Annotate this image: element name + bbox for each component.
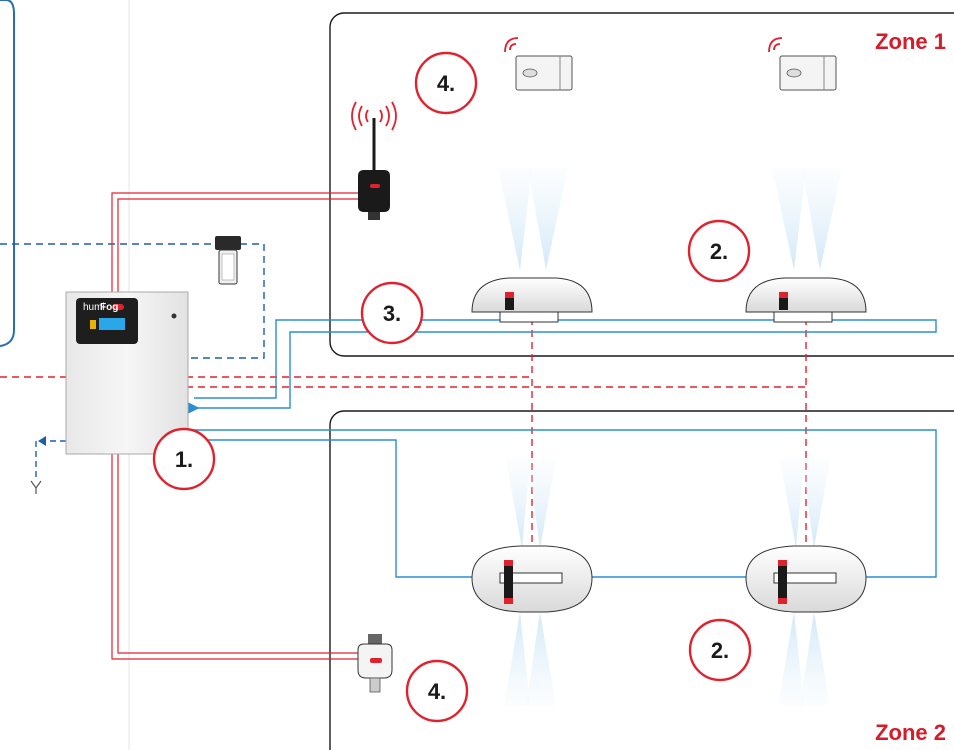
nozzle-upper-right (745, 277, 867, 323)
drain-icon (30, 480, 42, 494)
svg-text:3.: 3. (383, 301, 401, 326)
water-inlet-line (0, 243, 265, 359)
antenna-gateway-icon (351, 101, 397, 220)
svg-text:1.: 1. (175, 447, 193, 472)
marker-sensor-upper: 4. (414, 51, 478, 115)
marker-nozzle-upper: 2. (687, 219, 751, 283)
nozzle-lower-left (471, 545, 593, 613)
marker-nozzle-lower: 2. (688, 618, 752, 682)
left-blue-panel (0, 0, 15, 347)
water-filter-icon (215, 236, 241, 285)
signal-lines (0, 318, 807, 550)
zone-2-label: Zone 2 (875, 720, 946, 745)
controller-cabinet (65, 291, 189, 455)
wireless-sensor-icon (504, 37, 573, 91)
svg-text:2.: 2. (710, 239, 728, 264)
drain-arrow-icon (38, 436, 46, 446)
svg-text:4.: 4. (428, 679, 446, 704)
svg-text:4.: 4. (437, 71, 455, 96)
wireless-sensor-icon-2 (768, 37, 837, 91)
zone-1-label: Zone 1 (875, 29, 946, 54)
brand-suffix: Fog (100, 302, 118, 313)
zone-2-box (329, 410, 954, 750)
brand-prefix: humi (83, 302, 105, 313)
marker-sensor-lower: 4. (405, 659, 469, 723)
mist-upper (498, 168, 842, 270)
power-cables (111, 192, 358, 660)
zone-1-box (329, 12, 954, 357)
mist-lower (504, 460, 830, 706)
svg-text:2.: 2. (711, 638, 729, 663)
marker-controller: 1. (152, 427, 216, 491)
nozzle-upper-left (471, 277, 593, 323)
nozzle-lower-right (745, 545, 867, 613)
marker-pipe: 3. (360, 281, 424, 345)
duct-humidity-sensor-icon (357, 634, 393, 693)
supply-pipes (186, 319, 937, 578)
drain-line (30, 436, 66, 494)
